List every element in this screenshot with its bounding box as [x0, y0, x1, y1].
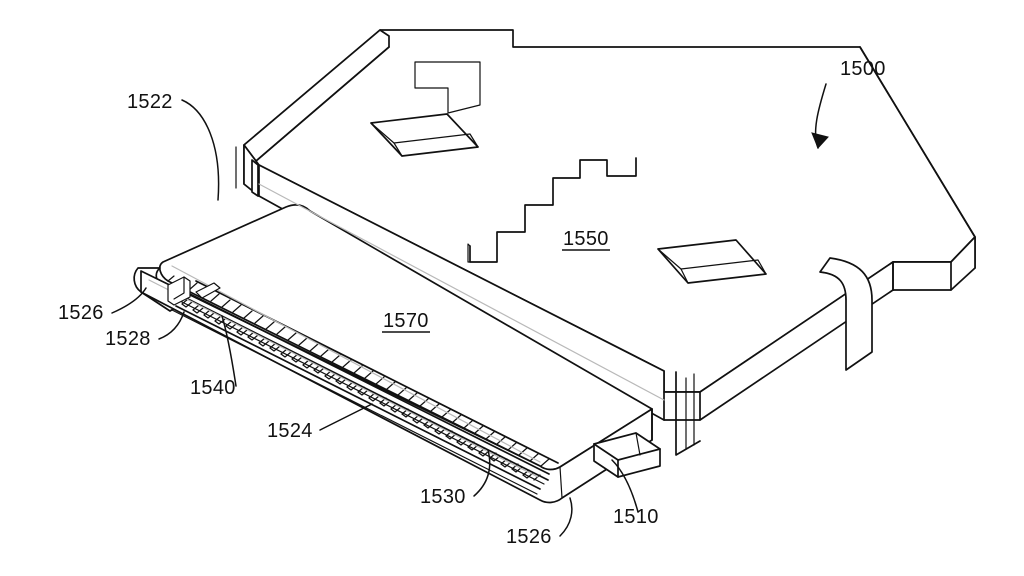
housing-lower-edges: [258, 183, 701, 421]
leader-1510: [611, 459, 639, 513]
latch-tab-1510: [593, 432, 661, 478]
leader-1528: [158, 311, 185, 340]
ref-numeral-1528: 1528: [105, 328, 151, 350]
ref-numeral-1510: 1510: [613, 506, 659, 528]
ref-numeral-1526-left: 1526: [58, 302, 104, 324]
ref-numeral-1500: 1500: [840, 58, 886, 80]
leader-1540: [221, 315, 237, 387]
reference-numeral-labels: 1500 1522 1550 1570 1526 1528 1540 1524 …: [58, 58, 886, 548]
leader-lines: [111, 83, 829, 537]
leader-1526a: [111, 287, 147, 314]
ref-numeral-1530: 1530: [420, 486, 466, 508]
ref-numeral-1540: 1540: [190, 377, 236, 399]
ref-numeral-1570: 1570: [383, 310, 429, 332]
shell-seam-zigzag: [467, 157, 637, 263]
ref-numeral-1550: 1550: [563, 228, 609, 250]
shell-cutout-window-left: [370, 113, 479, 157]
ref-numeral-1524: 1524: [267, 420, 313, 442]
contact-carrier-band-1524: [171, 300, 545, 495]
ref-numeral-1526-bottom: 1526: [506, 526, 552, 548]
rib-1528-detail: [167, 276, 221, 306]
housing-right-end-block: [859, 46, 976, 291]
tongue-right-rounded-lip: [559, 408, 653, 499]
leader-1522: [181, 99, 220, 201]
leader-1524: [319, 403, 373, 431]
tongue-surface-guides: [148, 265, 541, 478]
leader-1526b: [559, 497, 573, 537]
shell-notch-top-left: [414, 61, 481, 114]
shell-bottom-return-flange: [675, 371, 701, 456]
shell-left-side-wall: [243, 144, 260, 197]
shell-right-rounded-nose: [819, 257, 873, 371]
ref-numeral-1522: 1522: [127, 91, 173, 113]
shell-cutout-window-right: [657, 239, 767, 284]
leader-1530: [473, 449, 491, 497]
leader-1500-arrowhead: [811, 132, 829, 149]
contact-pin-row-lower-1530: [175, 296, 549, 490]
